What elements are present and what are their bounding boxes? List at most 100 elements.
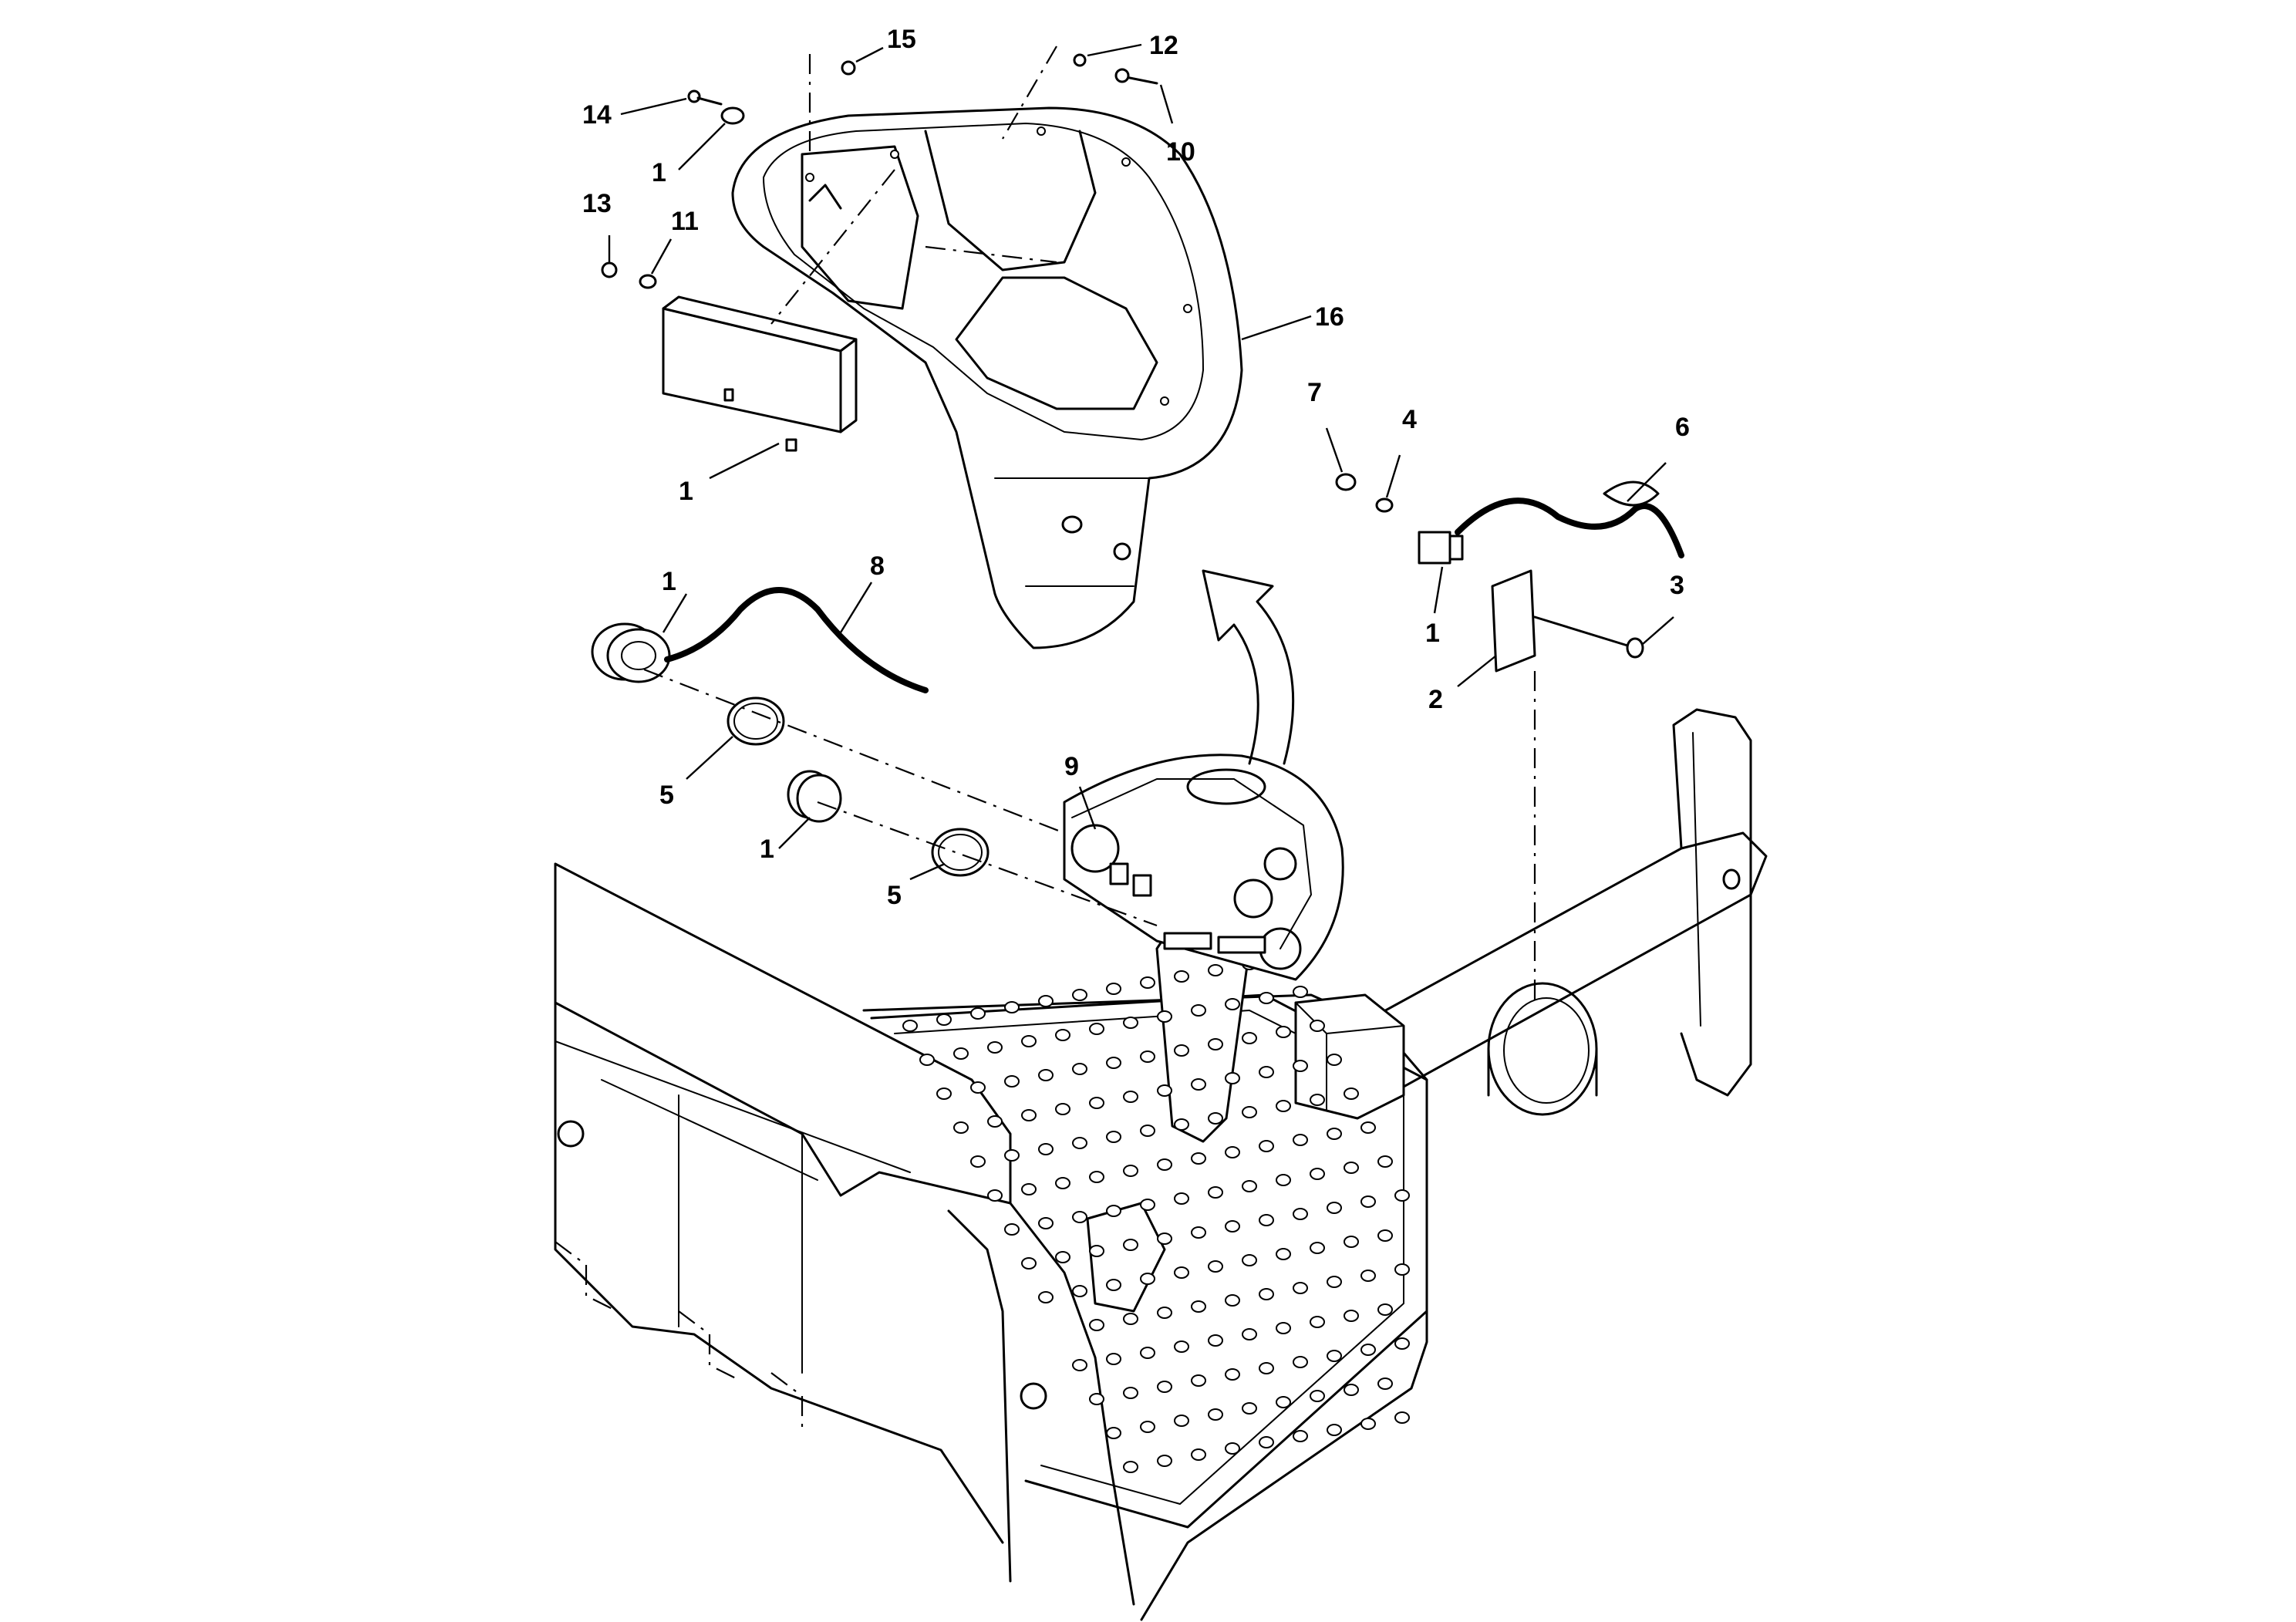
floor-hole (1344, 1384, 1359, 1396)
floor-hole (1310, 1242, 1325, 1254)
floor-hole (1038, 1217, 1054, 1229)
floor-hole (1208, 964, 1223, 976)
floor-hole (1242, 1106, 1257, 1118)
floor-hole (1072, 1063, 1087, 1075)
floor-hole (1004, 1223, 1020, 1236)
floor-hole (1123, 1165, 1138, 1177)
floor-hole (1174, 1192, 1189, 1205)
floor-hole (1123, 1017, 1138, 1029)
callout-1-switch: 1 (1425, 619, 1440, 648)
floor-hole (1157, 1307, 1172, 1319)
floor-hole (902, 1020, 918, 1032)
floor-hole (1174, 1118, 1189, 1131)
floor-hole (1106, 1205, 1121, 1217)
floor-hole (1394, 1337, 1410, 1350)
floor-hole (1157, 1084, 1172, 1097)
floor-hole (1293, 1430, 1308, 1442)
floor-hole (1208, 1334, 1223, 1347)
floor-hole (1259, 1362, 1274, 1374)
floor-hole (1157, 1455, 1172, 1467)
floor-hole (1276, 1322, 1291, 1334)
floor-hole (1191, 1448, 1206, 1461)
floor-hole (1089, 1393, 1104, 1405)
floor-hole (1140, 1050, 1155, 1063)
floor-hole (1208, 1260, 1223, 1273)
callout-1-plug: 1 (760, 835, 774, 864)
floor-hole (1004, 1075, 1020, 1088)
floor-hole (1259, 1140, 1274, 1152)
floor-hole (1106, 1279, 1121, 1291)
switch-assembly (1335, 473, 1684, 673)
floor-hole (1089, 1097, 1104, 1109)
callout-14: 14 (582, 100, 612, 130)
floor-hole (1242, 1180, 1257, 1192)
floor-hole (1174, 1415, 1189, 1427)
callout-1-gauge: 1 (662, 567, 676, 596)
floor-hole (936, 1013, 952, 1026)
floor-hole (1344, 1236, 1359, 1248)
floor-hole (1242, 1402, 1257, 1415)
floor-hole (1157, 1381, 1172, 1393)
floor-hole (1259, 992, 1274, 1004)
callouts: 15 12 14 10 1 13 11 16 1 7 4 6 8 1 3 1 2… (582, 25, 1690, 910)
floor-hole (1394, 1263, 1410, 1276)
floor-hole (1377, 1155, 1393, 1168)
callout-1-display: 1 (679, 477, 693, 506)
floor-hole (1360, 1195, 1376, 1208)
floor-hole (1106, 1353, 1121, 1365)
floor-hole (1242, 1254, 1257, 1266)
floor-hole (1038, 995, 1054, 1007)
assembly-lines (643, 46, 1536, 1003)
floor-hole (1225, 1368, 1240, 1381)
floor-hole (1157, 1233, 1172, 1245)
floor-hole (1377, 1378, 1393, 1390)
floor-hole (1089, 1171, 1104, 1183)
floor-hole (1055, 1029, 1070, 1041)
floor-hole (1140, 1347, 1155, 1359)
floor-hole (1140, 976, 1155, 989)
display-module (662, 295, 858, 452)
floor-perforations (902, 952, 1410, 1473)
floor-hole (987, 1189, 1003, 1202)
floor-hole (1055, 1251, 1070, 1263)
floor-hole (1225, 1294, 1240, 1307)
floor-hole (1293, 1356, 1308, 1368)
floor-hole (1140, 1199, 1155, 1211)
floor-hole (1055, 1103, 1070, 1115)
floor-hole (1225, 1442, 1240, 1455)
rotation-arrow (1202, 569, 1295, 765)
floor-hole (1106, 1057, 1121, 1069)
floor-hole (1276, 1248, 1291, 1260)
floor-hole (1344, 1310, 1359, 1322)
floor-hole (1276, 1026, 1291, 1038)
floor-hole (1293, 1282, 1308, 1294)
floor-hole (1394, 1411, 1410, 1424)
floor-hole (1276, 1100, 1291, 1112)
floor-hole (1276, 1396, 1291, 1408)
floor-hole (1377, 1229, 1393, 1242)
floor-hole (1021, 1109, 1037, 1121)
floor-hole (1140, 1125, 1155, 1137)
floor-hole (936, 1088, 952, 1100)
floor-hole (1174, 1044, 1189, 1057)
callout-4: 4 (1402, 405, 1417, 434)
floor-hole (1191, 1004, 1206, 1017)
floor-hole (1140, 1273, 1155, 1285)
floor-hole (1072, 1211, 1087, 1223)
floor-hole (1327, 1350, 1342, 1362)
floor-hole (1208, 1186, 1223, 1199)
floor-hole (1327, 1202, 1342, 1214)
callout-3: 3 (1670, 571, 1684, 600)
floor-hole (987, 1115, 1003, 1128)
floor-hole (1360, 1418, 1376, 1430)
floor-hole (1259, 1066, 1274, 1078)
floor-hole (1055, 1177, 1070, 1189)
callout-1-cover: 1 (652, 158, 666, 187)
floor-hole (987, 1041, 1003, 1054)
floor-hole (1106, 1131, 1121, 1143)
floor-hole (1225, 1072, 1240, 1084)
gauge-with-cable (591, 587, 990, 877)
callout-9: 9 (1064, 752, 1079, 781)
floor-hole (1360, 1270, 1376, 1282)
floor-hole (1276, 1174, 1291, 1186)
